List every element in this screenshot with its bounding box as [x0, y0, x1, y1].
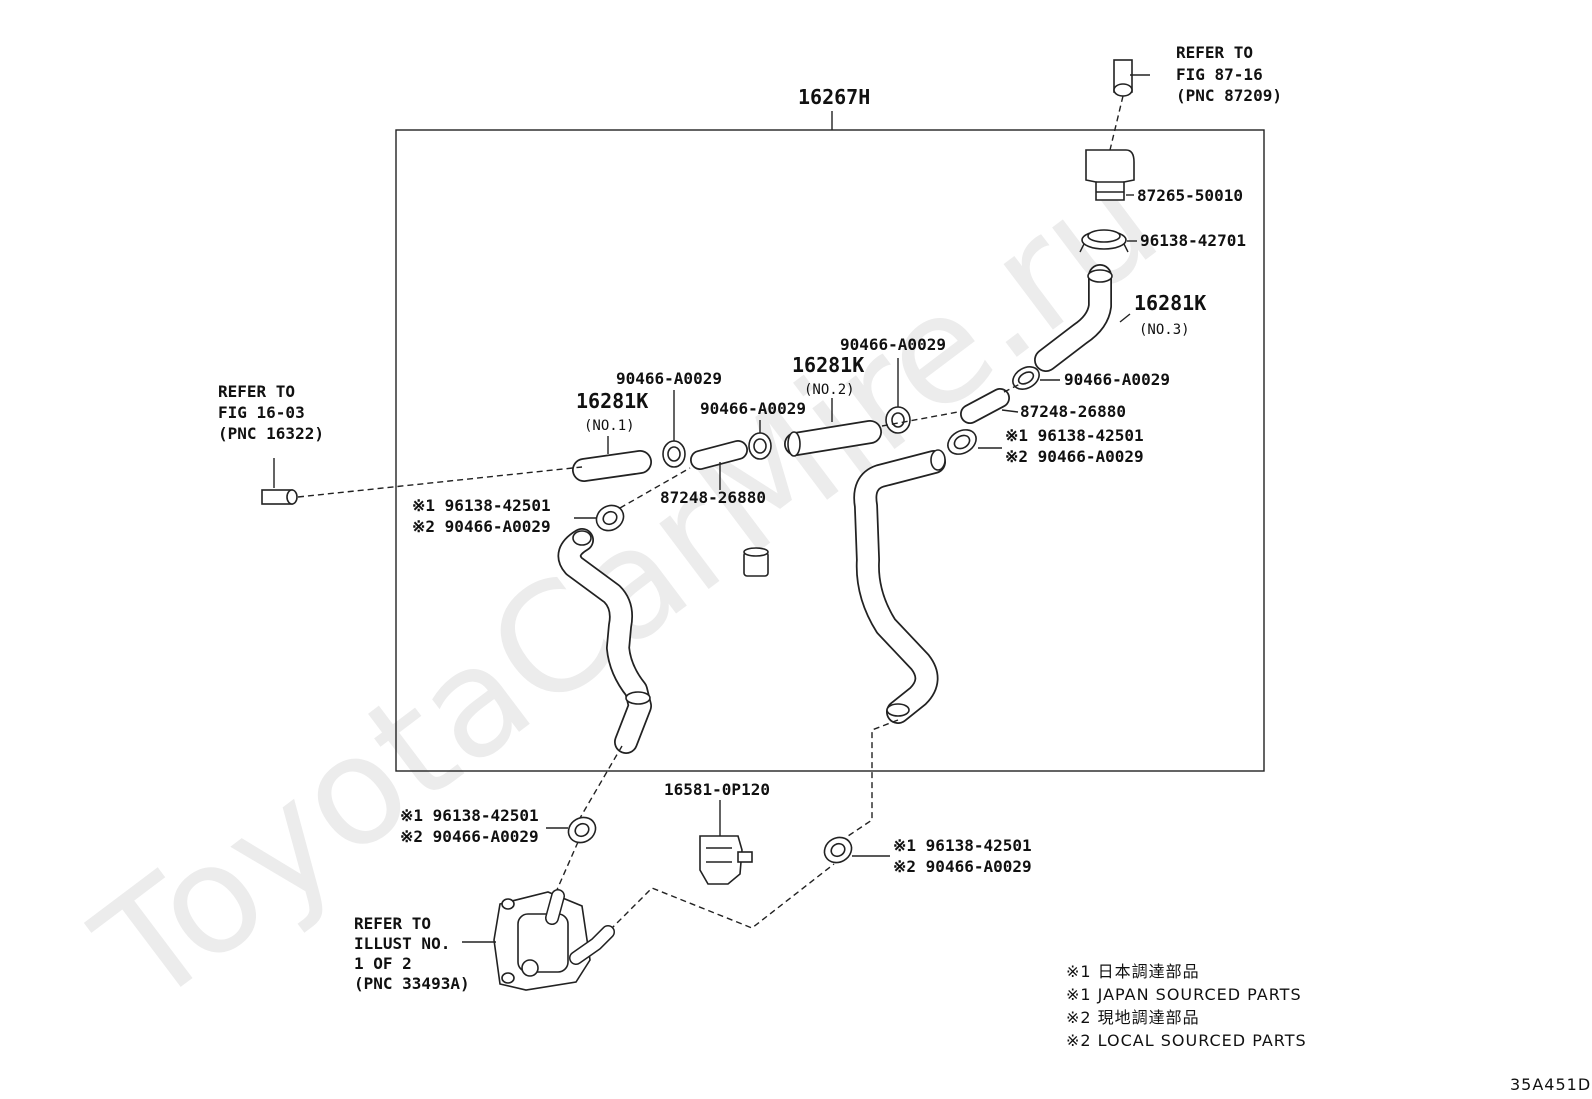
oil-cooler-icon — [493, 889, 615, 991]
clamp-right-upper-l1: ※1 96138-42501 — [1005, 426, 1144, 445]
clamp-right-lower-l1: ※1 96138-42501 — [893, 836, 1032, 855]
clamp-right-upper-l2: ※2 90466-A0029 — [1005, 447, 1144, 466]
hose-no3-number: 16281K — [1134, 291, 1206, 315]
clamp-top-right-label: 90466-A0029 — [1064, 370, 1170, 389]
bracket-icon — [699, 835, 753, 885]
hose-no2-icon — [784, 420, 882, 457]
legend-line-2: ※1 JAPAN SOURCED PARTS — [1066, 985, 1302, 1004]
ref-top-line3: (PNC 87209) — [1176, 86, 1282, 105]
legend-line-3: ※2 現地調達部品 — [1066, 1008, 1200, 1027]
clamp-left-lower-l2: ※2 90466-A0029 — [400, 827, 539, 846]
right-bent-hose-icon — [853, 449, 946, 724]
clamp-left-upper-l1: ※1 96138-42501 — [412, 496, 551, 515]
clamp-no2-top-label: 90466-A0029 — [840, 335, 946, 354]
legend-line-4: ※2 LOCAL SOURCED PARTS — [1066, 1031, 1307, 1050]
clamp-no1-top-icon — [662, 440, 686, 468]
figure-code: 35A451D — [1510, 1075, 1591, 1094]
hose-no1-icon — [572, 450, 652, 482]
hose-no2-number: 16281K — [792, 353, 864, 377]
top-pipe-icon — [1113, 59, 1133, 97]
clamp-left-lower-l1: ※1 96138-42501 — [400, 806, 539, 825]
bracket-label: 16581-0P120 — [664, 780, 770, 799]
clamp-left-lower-icon — [567, 816, 597, 844]
clamp-top-right-icon — [1012, 366, 1040, 390]
ref-bottom-line2: ILLUST NO. — [354, 934, 450, 953]
ref-top-line1: REFER TO — [1176, 43, 1253, 62]
clamp-no1-top-label: 90466-A0029 — [616, 369, 722, 388]
clamp-mid-icon — [748, 432, 772, 460]
clamp-mid-label: 90466-A0029 — [700, 399, 806, 418]
hose-no3-note: (NO.3) — [1139, 322, 1190, 338]
connector-87265-icon — [1085, 149, 1135, 201]
assembly-number: 16267H — [798, 85, 870, 109]
ref-bottom-line4: (PNC 33493A) — [354, 974, 470, 993]
clamp-left-upper-l2: ※2 90466-A0029 — [412, 517, 551, 536]
pipe-left-icon — [690, 440, 748, 470]
ref-left-line2: FIG 16-03 — [218, 403, 305, 422]
hose-no1-note: (NO.1) — [584, 418, 635, 434]
sleeve-icon — [743, 547, 769, 577]
clamp-right-lower-icon — [823, 836, 853, 864]
ref-top-line2: FIG 87-16 — [1176, 65, 1263, 84]
clamp-right-upper-icon — [947, 429, 977, 455]
pipe-right-icon — [960, 388, 1010, 424]
part-87265-label: 87265-50010 — [1137, 186, 1243, 205]
part-96138-42701-label: 96138-42701 — [1140, 231, 1246, 250]
legend-line-1: ※1 日本調達部品 — [1066, 962, 1200, 981]
clamp-96138-42701-icon — [1079, 229, 1129, 253]
pipe-left-label: 87248-26880 — [660, 488, 766, 507]
ref-left-line3: (PNC 16322) — [218, 424, 324, 443]
ref-bottom-line3: 1 OF 2 — [354, 954, 412, 973]
clamp-right-lower-l2: ※2 90466-A0029 — [893, 857, 1032, 876]
watermark: ToyotaCarMire.ru — [66, 133, 1189, 1039]
ref-bottom-line1: REFER TO — [354, 914, 431, 933]
left-pipe-icon — [261, 489, 298, 505]
ref-left-line1: REFER TO — [218, 382, 295, 401]
hose-no2-note: (NO.2) — [804, 382, 855, 398]
clamp-no2-top-icon — [885, 406, 911, 434]
clamp-left-upper-icon — [595, 504, 625, 532]
hose-no3-icon — [1034, 264, 1113, 372]
left-bent-hose-icon — [557, 528, 652, 754]
pipe-right-label: 87248-26880 — [1020, 402, 1126, 421]
assembly-frame — [395, 129, 1265, 772]
hose-no1-number: 16281K — [576, 389, 648, 413]
